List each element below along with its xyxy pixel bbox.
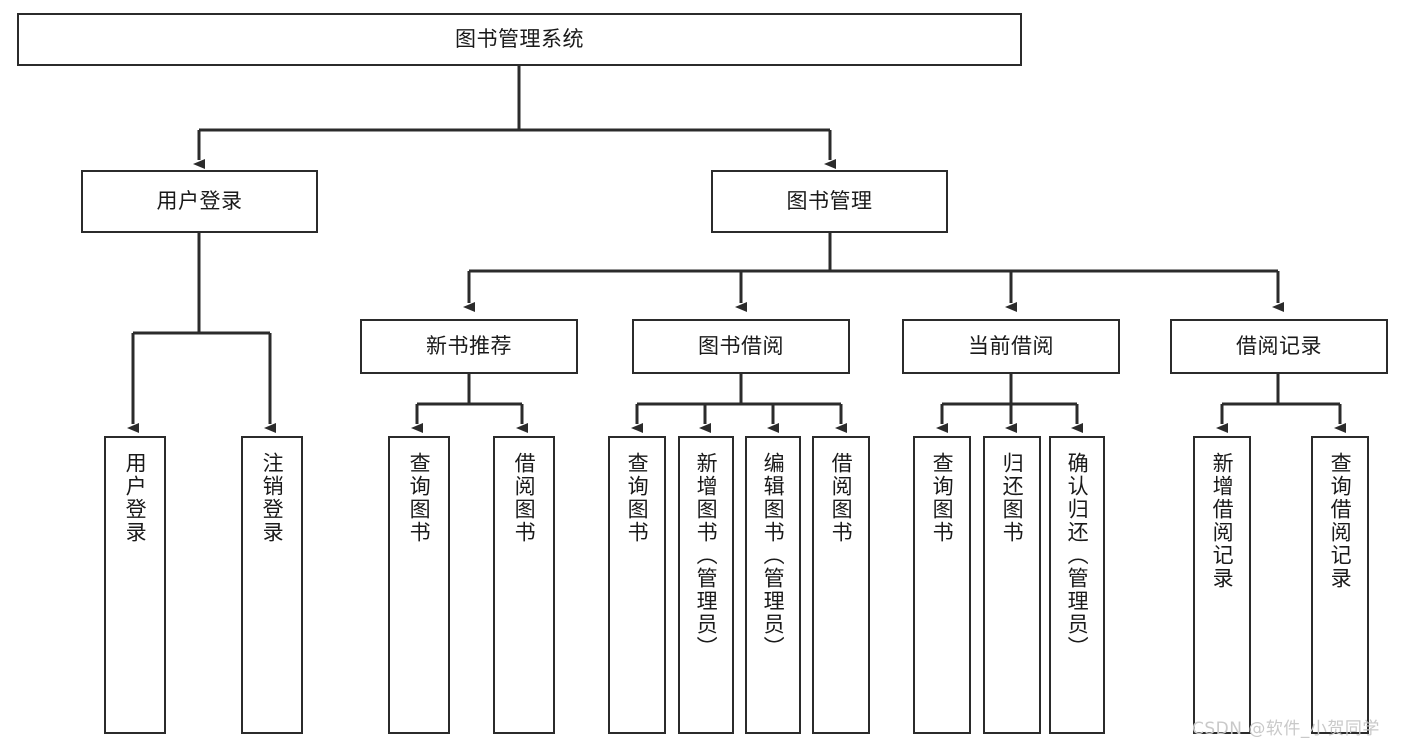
leaf-record-query-record-label: 查询借阅记录 bbox=[1328, 452, 1353, 590]
node-current-borrow[interactable]: 当前借阅 bbox=[902, 319, 1120, 374]
leaf-record-query-record[interactable]: 查询借阅记录 bbox=[1311, 436, 1369, 734]
leaf-borrow-add-book-label: 新增图书（管理员） bbox=[694, 452, 719, 659]
leaf-record-add-record-label: 新增借阅记录 bbox=[1210, 452, 1235, 590]
leaf-current-confirm-return[interactable]: 确认归还（管理员） bbox=[1049, 436, 1105, 734]
leaf-borrow-borrow-book[interactable]: 借阅图书 bbox=[812, 436, 870, 734]
leaf-user-logout[interactable]: 注销登录 bbox=[241, 436, 303, 734]
leaf-borrow-query-book-label: 查询图书 bbox=[625, 452, 650, 544]
leaf-current-query-book-label: 查询图书 bbox=[930, 452, 955, 544]
node-new-book-recommend[interactable]: 新书推荐 bbox=[360, 319, 578, 374]
leaf-recommend-borrow-book[interactable]: 借阅图书 bbox=[493, 436, 555, 734]
leaf-record-add-record[interactable]: 新增借阅记录 bbox=[1193, 436, 1251, 734]
leaf-borrow-borrow-book-label: 借阅图书 bbox=[829, 452, 854, 544]
node-book-borrow[interactable]: 图书借阅 bbox=[632, 319, 850, 374]
leaf-borrow-query-book[interactable]: 查询图书 bbox=[608, 436, 666, 734]
leaf-recommend-query-book-label: 查询图书 bbox=[407, 452, 432, 544]
node-book-management-label: 图书管理 bbox=[786, 189, 873, 214]
node-book-borrow-label: 图书借阅 bbox=[698, 334, 784, 359]
leaf-current-return-book[interactable]: 归还图书 bbox=[983, 436, 1041, 734]
leaf-current-return-book-label: 归还图书 bbox=[1000, 452, 1025, 544]
node-borrow-record-label: 借阅记录 bbox=[1236, 334, 1322, 359]
leaf-user-logout-label: 注销登录 bbox=[260, 452, 285, 544]
node-book-management[interactable]: 图书管理 bbox=[711, 170, 948, 233]
leaf-current-confirm-return-label: 确认归还（管理员） bbox=[1065, 452, 1090, 659]
node-borrow-record[interactable]: 借阅记录 bbox=[1170, 319, 1388, 374]
node-user-login-label: 用户登录 bbox=[156, 189, 243, 214]
node-current-borrow-label: 当前借阅 bbox=[968, 334, 1054, 359]
csdn-watermark: CSDN @软件_小贺同学 bbox=[1192, 719, 1380, 739]
leaf-user-login-label: 用户登录 bbox=[123, 452, 148, 544]
node-user-login[interactable]: 用户登录 bbox=[81, 170, 318, 233]
leaf-recommend-borrow-book-label: 借阅图书 bbox=[512, 452, 537, 544]
node-root[interactable]: 图书管理系统 bbox=[17, 13, 1022, 66]
leaf-borrow-edit-book[interactable]: 编辑图书（管理员） bbox=[745, 436, 801, 734]
leaf-borrow-edit-book-label: 编辑图书（管理员） bbox=[761, 452, 786, 659]
leaf-user-login[interactable]: 用户登录 bbox=[104, 436, 166, 734]
leaf-borrow-add-book[interactable]: 新增图书（管理员） bbox=[678, 436, 734, 734]
node-root-label: 图书管理系统 bbox=[455, 27, 584, 52]
leaf-current-query-book[interactable]: 查询图书 bbox=[913, 436, 971, 734]
leaf-recommend-query-book[interactable]: 查询图书 bbox=[388, 436, 450, 734]
node-new-book-recommend-label: 新书推荐 bbox=[426, 334, 512, 359]
